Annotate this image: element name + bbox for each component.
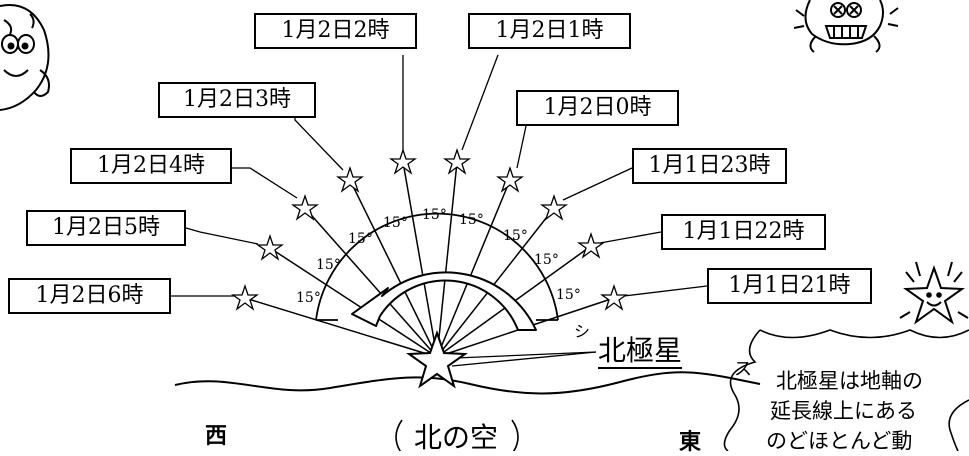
angle-label: 15° [348,231,373,247]
rotation-arrow [351,271,537,331]
star-rays [244,161,615,358]
angle-label: 15° [316,257,341,273]
ray-2h [402,161,438,358]
label-jan2-5h: 1月2日5時 [26,210,186,246]
horizon-line [174,371,761,395]
polaris-star [406,329,468,389]
star-5h [255,233,285,261]
direction-east: 東 [679,430,702,455]
star-23h [539,193,569,221]
leader-23h [562,167,633,201]
speech-line-1: 北極星は地軸の [776,369,923,393]
label-jan1-22h: 1月1日22時 [661,214,826,250]
stars [230,147,629,389]
leader-polaris-b [451,351,597,367]
ray-0h [436,179,511,358]
leader-0h [516,125,527,169]
leader-1h [461,54,499,151]
star-0h [495,165,525,193]
label-jan2-1h: 1月2日1時 [468,13,631,49]
angle-label: 15° [556,287,581,303]
label-jan2-0h: 1月2日0時 [516,90,679,126]
angle-label: 15° [383,215,408,231]
label-jan1-23h: 1月1日23時 [632,148,787,184]
speech-line-3: のどほとんど動 [766,429,913,453]
character-mascot-icon [793,0,899,53]
star-4h [290,193,320,221]
leader-5h [185,227,259,245]
leader-3h [294,112,344,171]
label-jan2-2h: 1月2日2時 [254,13,417,49]
star-3h [335,165,365,193]
star-1h [442,147,472,175]
label-jan1-21h: 1月1日21時 [707,268,872,304]
smiling-star-mascot-icon [899,261,969,325]
angle-arc [315,212,559,321]
sky-caption-bracket [395,419,519,451]
ray-23h [436,207,555,358]
star-2h [388,147,418,175]
speech-line-2: 延長線上にある [770,399,917,423]
ray-6h [244,297,438,358]
small-kana-mark: シ [574,322,591,341]
ray-5h [269,247,438,358]
angle-label: 15° [503,228,528,244]
star-6h [230,283,260,311]
earth-mascot-icon [0,4,50,111]
polaris-label: 北極星 [598,334,683,369]
label-jan2-4h: 1月2日4時 [70,148,232,184]
ray-1h [436,161,458,358]
angle-label: 15° [422,207,447,223]
leader-polaris [455,351,597,359]
ray-4h [304,207,438,358]
angle-label: 15° [534,252,559,268]
angle-label: 15° [296,290,321,306]
star-22h [576,231,606,259]
speech-bubble [723,329,969,451]
angle-label: 15° [459,212,484,228]
leader-21h [623,285,708,297]
leader-4h [232,167,298,199]
label-jan2-3h: 1月2日3時 [158,82,316,118]
ray-3h [349,179,438,358]
direction-west: 西 [205,424,228,449]
bubble-mark: ス [734,359,752,380]
leader-22h [599,231,662,244]
label-jan2-6h: 1月2日6時 [8,278,171,314]
star-21h [599,283,629,311]
sky-caption: 北の空 [414,421,499,454]
